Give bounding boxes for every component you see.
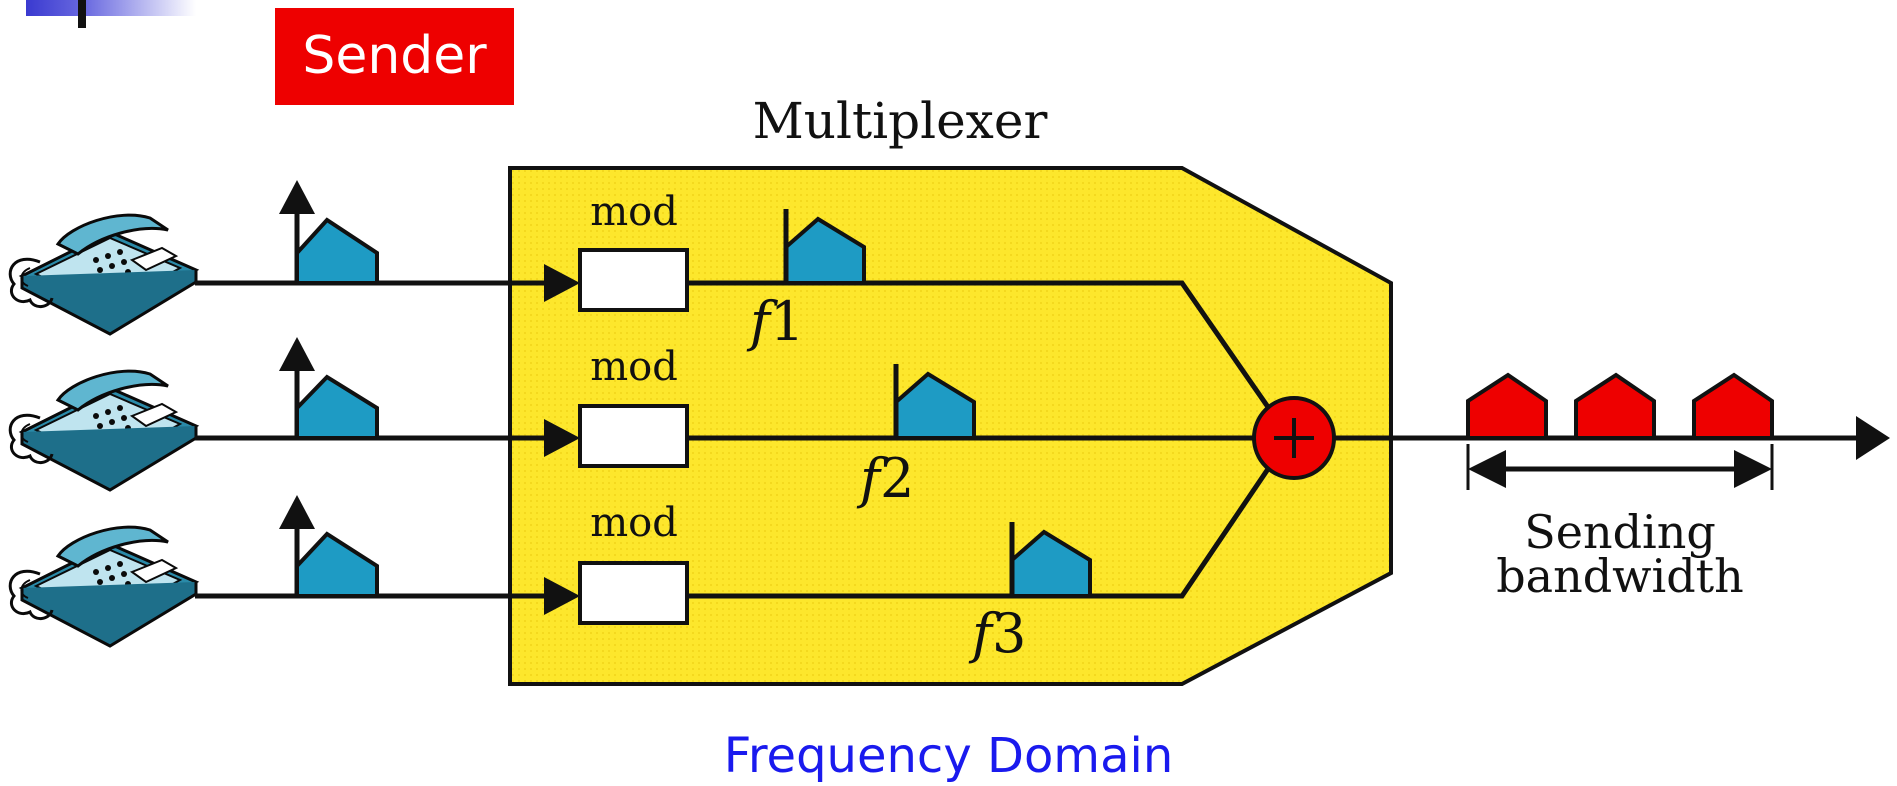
modulator-box-1 xyxy=(578,248,689,312)
input-signal-2 xyxy=(279,337,379,440)
arrow-icon xyxy=(544,264,580,615)
telephone-icon xyxy=(8,369,198,492)
output-signal-3 xyxy=(1692,372,1774,440)
sending-bandwidth-label-line-2: bandwidth xyxy=(1496,549,1744,603)
bandwidth-arrow xyxy=(1466,444,1774,490)
multiplexer-title: Multiplexer xyxy=(753,92,1048,150)
mod-label-1: mod xyxy=(590,189,678,235)
telephone-icon xyxy=(8,525,198,648)
channel-line-3 xyxy=(687,464,1273,599)
input-signal-3 xyxy=(279,495,379,598)
adder-icon xyxy=(1252,396,1336,480)
frequency-label-2: f2 xyxy=(856,447,914,510)
output-signal-2 xyxy=(1574,372,1656,440)
sending-bandwidth-label-line-1: Sending xyxy=(1524,505,1716,559)
frequency-label-3: f3 xyxy=(968,602,1026,665)
frequency-domain-caption: Frequency Domain xyxy=(723,728,1174,784)
telephone-icon xyxy=(8,213,198,336)
output-signal-1 xyxy=(1466,372,1548,440)
modulator-box-3 xyxy=(578,561,689,625)
slide-corner-tick xyxy=(78,0,86,28)
mod-label-3: mod xyxy=(590,500,678,546)
sender-label: Sender xyxy=(275,8,514,105)
slide-corner-accent xyxy=(26,0,196,16)
frequency-label-1: f1 xyxy=(746,290,804,353)
input-signal-1 xyxy=(279,180,379,285)
mod-label-2: mod xyxy=(590,344,678,390)
arrow-icon xyxy=(1856,416,1890,460)
modulator-box-2 xyxy=(578,404,689,468)
